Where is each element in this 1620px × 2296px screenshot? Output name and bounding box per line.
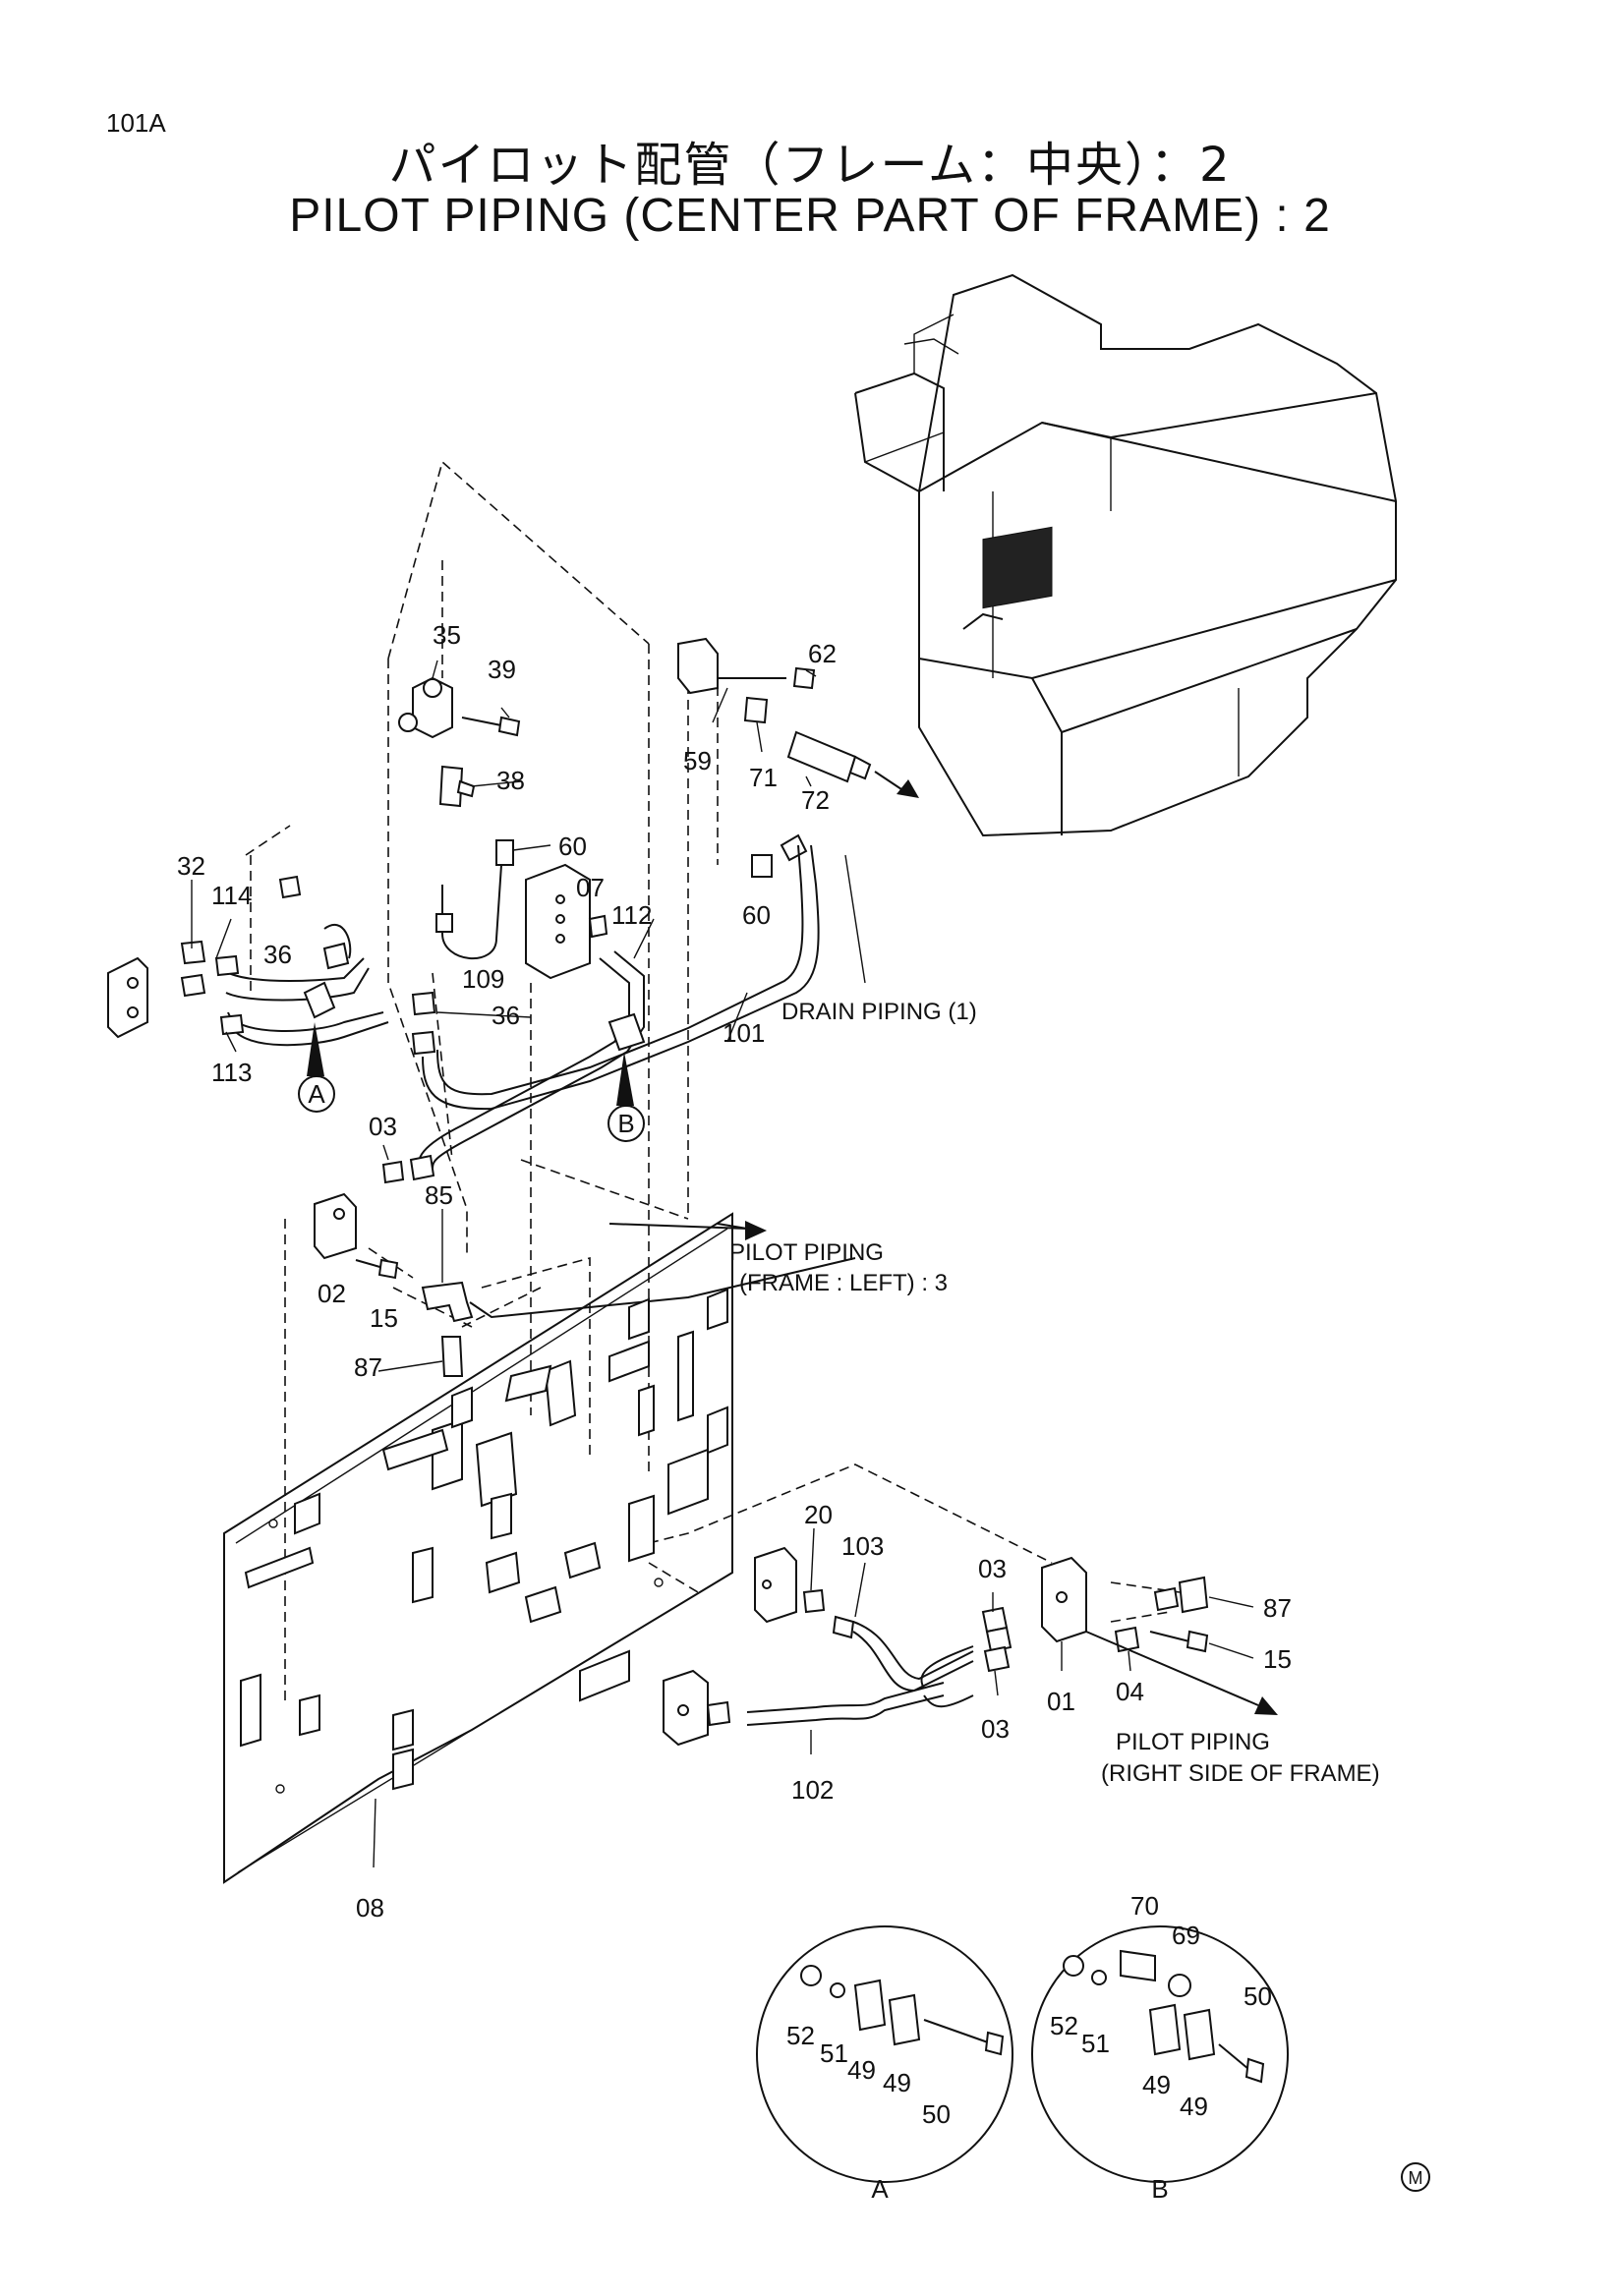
callout-03-right-lower: 03: [981, 1714, 1010, 1744]
bracket-02: [314, 1192, 357, 1260]
tee-fitting-85: [421, 1281, 474, 1323]
bracket-block-32: [107, 956, 148, 1039]
callout-72: 72: [801, 785, 830, 815]
detail-b-label: B: [1151, 2174, 1168, 2204]
detail-b-callout-49a: 49: [1142, 2070, 1171, 2099]
detail-a-callout-49a: 49: [847, 2055, 876, 2085]
detail-b-callout-50: 50: [1244, 1981, 1272, 2011]
grille-block: [982, 526, 1053, 609]
frame-plate-08: [223, 1212, 733, 1884]
upper-piping-assembly: [107, 637, 919, 1184]
callout-15-right: 15: [1263, 1644, 1292, 1674]
title-english: PILOT PIPING (CENTER PART OF FRAME) : 2: [289, 190, 1331, 242]
block-lower: [754, 1546, 797, 1624]
connector-block-59: [677, 637, 719, 695]
callout-60-upper: 60: [558, 832, 587, 861]
callout-109: 109: [462, 964, 504, 994]
fitting-87-right: [1178, 1576, 1209, 1614]
fitting-04: [1114, 1626, 1140, 1653]
machine-body-outline: [854, 273, 1397, 837]
drain-filter-72: [786, 730, 857, 783]
callout-07: 07: [576, 873, 605, 902]
callout-36-lower: 36: [492, 1001, 520, 1030]
page-reference: 101A: [106, 108, 166, 138]
callout-103: 103: [841, 1531, 884, 1561]
callout-03-upper: 03: [369, 1112, 397, 1141]
callout-60-right: 60: [742, 900, 771, 930]
diagram-notes: DRAIN PIPING (1) PILOT PIPING (FRAME : L…: [729, 999, 1380, 1787]
corner-mark-label: M: [1409, 2168, 1423, 2188]
note-pilot-left-line2: (FRAME : LEFT) : 3: [739, 1270, 948, 1296]
callout-59: 59: [683, 746, 712, 775]
corner-mark: M: [1401, 2162, 1430, 2192]
detail-a-label: A: [871, 2174, 889, 2204]
detail-b-callout-52: 52: [1050, 2011, 1078, 2040]
note-drain-piping: DRAIN PIPING (1): [781, 999, 977, 1025]
callout-113: 113: [211, 1058, 252, 1087]
callout-114: 114: [211, 881, 252, 910]
detail-a-callout-52: 52: [786, 2021, 815, 2050]
callout-01: 01: [1047, 1687, 1075, 1716]
callout-20: 20: [804, 1500, 833, 1529]
callout-101: 101: [723, 1018, 765, 1048]
note-pilot-right-line1: PILOT PIPING: [1116, 1729, 1270, 1755]
marker-a-label: A: [308, 1079, 325, 1109]
callout-36-upper: 36: [263, 940, 292, 969]
callout-15-left: 15: [370, 1303, 398, 1333]
note-pilot-left-line1: PILOT PIPING: [729, 1239, 884, 1266]
section-arrow-b: B: [608, 1052, 645, 1142]
note-pilot-right-line2: (RIGHT SIDE OF FRAME): [1101, 1760, 1380, 1787]
callout-08: 08: [356, 1893, 384, 1923]
plate-brackets: [240, 1288, 728, 1791]
detail-b-callout-51: 51: [1081, 2029, 1110, 2058]
callout-leaders: [191, 660, 1254, 1868]
callout-38: 38: [496, 766, 525, 795]
detail-a-callout-51: 51: [820, 2038, 848, 2068]
detail-view-a: A: [756, 1925, 1013, 2204]
callout-04: 04: [1116, 1677, 1144, 1706]
callout-32: 32: [177, 851, 205, 881]
callout-35: 35: [433, 620, 461, 650]
detail-b-callout-69: 69: [1172, 1921, 1200, 1950]
section-arrow-a: A: [298, 1022, 335, 1113]
callout-87-left: 87: [354, 1352, 382, 1382]
lower-right-assembly: [663, 1546, 1278, 1747]
detail-view-b: B: [1031, 1925, 1289, 2204]
callout-102: 102: [791, 1775, 834, 1805]
marker-b-label: B: [617, 1109, 634, 1138]
callout-numbers: 35 39 38 62 59 71 72 60 07 60 112 32 114…: [177, 620, 1292, 2129]
callout-03-right-upper: 03: [978, 1554, 1007, 1583]
clamp-b: [608, 1012, 646, 1052]
callout-71: 71: [749, 763, 778, 792]
callout-112: 112: [611, 900, 652, 930]
callout-62: 62: [808, 639, 837, 668]
fitting-87-left: [440, 1336, 464, 1377]
clamp-a: [303, 981, 336, 1019]
callout-87-right: 87: [1263, 1593, 1292, 1623]
title-japanese: パイロット配管（フレーム：中央）：2: [388, 138, 1232, 193]
detail-a-callout-49b: 49: [883, 2068, 911, 2097]
fitting-20: [802, 1588, 826, 1614]
detail-b-callout-70: 70: [1130, 1891, 1159, 1921]
callout-39: 39: [488, 655, 516, 684]
callout-02: 02: [318, 1279, 346, 1308]
middle-fittings: [314, 1192, 856, 1377]
detail-a-callout-50: 50: [922, 2099, 951, 2129]
callout-85: 85: [425, 1180, 453, 1210]
detail-b-callout-49b: 49: [1180, 2092, 1208, 2121]
